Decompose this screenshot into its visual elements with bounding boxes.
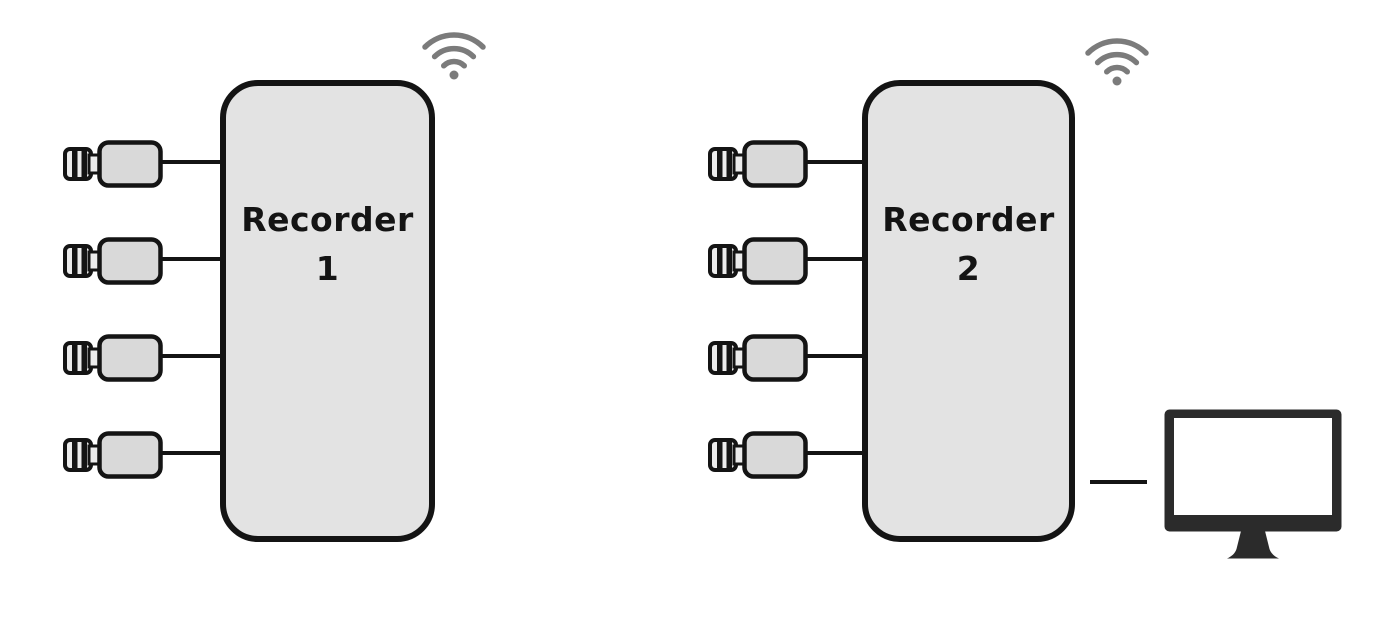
- connector-line: [806, 451, 864, 455]
- cctv-camera-icon: [708, 334, 808, 382]
- monitor-icon: [1164, 409, 1342, 559]
- cctv-camera-icon: [63, 140, 163, 188]
- connector-line: [806, 354, 864, 358]
- camera-row: [708, 237, 864, 285]
- cctv-camera-icon: [708, 237, 808, 285]
- cctv-camera-icon: [63, 431, 163, 479]
- recorder-1-box: Recorder 1: [220, 80, 435, 542]
- camera-row: [708, 334, 864, 382]
- recorder-number: 2: [956, 249, 981, 288]
- camera-row: [708, 140, 864, 188]
- recorder-name: Recorder: [882, 200, 1055, 239]
- wifi-icon: [422, 32, 486, 80]
- connector-line: [161, 257, 222, 261]
- camera-row: [63, 140, 222, 188]
- camera-row: [63, 431, 222, 479]
- camera-row: [63, 237, 222, 285]
- connector-line: [806, 160, 864, 164]
- recorder-2-box: Recorder 2: [862, 80, 1075, 542]
- connector-line: [161, 451, 222, 455]
- monitor-connector-line: [1090, 480, 1147, 484]
- recorder-2-label: Recorder 2: [868, 195, 1069, 293]
- recorder-number: 1: [315, 249, 340, 288]
- cctv-camera-icon: [63, 237, 163, 285]
- cctv-camera-icon: [708, 140, 808, 188]
- camera-array: [63, 0, 222, 620]
- wifi-icon: [1085, 38, 1149, 86]
- cctv-camera-icon: [708, 431, 808, 479]
- connector-line: [806, 257, 864, 261]
- camera-array: [708, 0, 864, 620]
- recorder-name: Recorder: [241, 200, 414, 239]
- cctv-camera-icon: [63, 334, 163, 382]
- connector-line: [161, 354, 222, 358]
- connector-line: [161, 160, 222, 164]
- camera-row: [708, 431, 864, 479]
- camera-row: [63, 334, 222, 382]
- recorder-1-label: Recorder 1: [226, 195, 429, 293]
